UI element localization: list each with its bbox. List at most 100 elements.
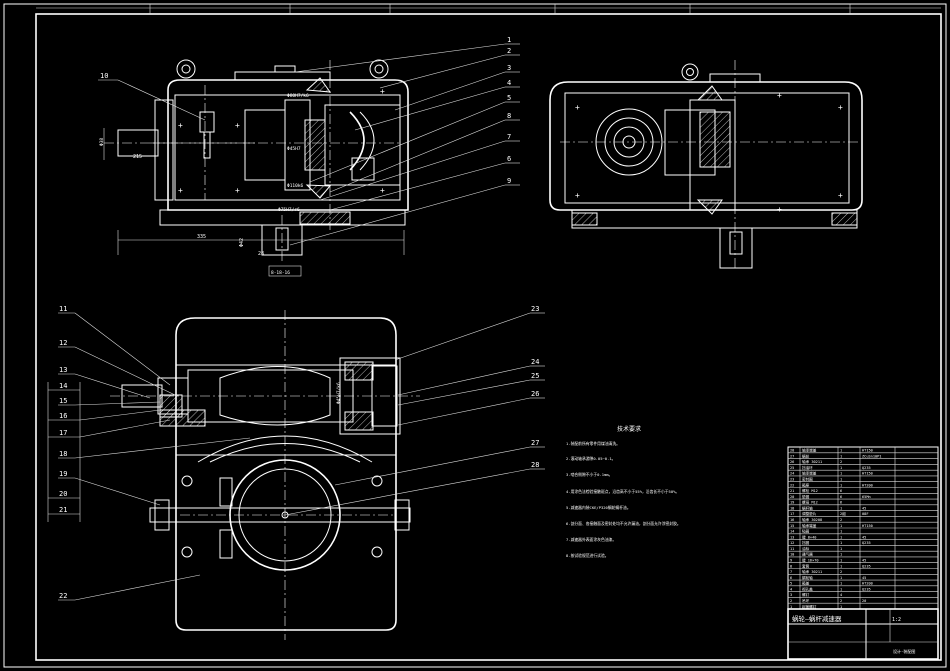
parts-list-cell: 吊环 [802,598,810,603]
title-block: 蜗轮—蜗杆减速器 1:2 设计-装配图 [787,608,939,660]
parts-list-cell: 箱座 [802,482,810,487]
parts-list-cell: 1 [840,466,842,470]
leader-label-28: 28 [531,461,539,469]
parts-list-cell: HT200 [862,483,873,487]
parts-list-cell: 蜗轮轴 [802,575,813,580]
parts-list-cell: HT150 [862,449,873,453]
svg-text:+: + [575,191,580,200]
leader-label-24: 24 [531,358,539,366]
svg-text:+: + [777,91,782,100]
parts-list-cell: Q235 [862,587,871,591]
dim-110k6: Φ110k6 [287,183,304,189]
svg-text:+: + [777,205,782,214]
parts-list-cell: 1 [840,553,842,557]
parts-list-cell: 视孔盖 [802,586,813,591]
leader-label-20: 20 [59,490,67,498]
parts-list-cell: 箱盖 [802,581,810,586]
parts-list-cell: 23 [790,478,794,482]
svg-text:+: + [838,191,843,200]
parts-list-cell: 轴承端盖 [802,448,817,453]
parts-list-cell: 45 [862,576,866,580]
parts-list-cell: 轴承 30211 [802,569,822,574]
parts-list-cell: 1 [840,478,842,482]
parts-list-cell: 20 [862,599,866,603]
parts-list-cell: 2 [840,570,842,574]
parts-list-cell: 1 [840,535,842,539]
parts-list-cell: 调整垫片 [802,511,817,516]
parts-list-cell: 1 [840,559,842,563]
tech-req-2: 2.滚动轴承游隙0.05~0.1。 [566,456,615,461]
parts-list-cell: 8 [790,564,792,568]
leader-label-22: 22 [59,592,67,600]
parts-list-cell: 1 [840,524,842,528]
dim-80h7: Φ80H7/k6 [287,93,309,99]
svg-text:+: + [380,87,385,96]
leader-label-21: 21 [59,506,67,514]
dim-phi42: Φ42 [239,238,245,247]
parts-list-cell: 4 [790,587,792,591]
leader-label-4: 4 [507,79,511,87]
dim-45h7: Φ45H7 [287,146,301,152]
parts-list-cell: 1 [840,541,842,545]
drawing-code: 设计-装配图 [893,648,915,654]
parts-list-cell: 2 [840,518,842,522]
parts-list-cell: 螺母 M12 [802,500,818,505]
parts-list-cell: 螺钉 [802,592,810,597]
leader-label-14: 14 [59,382,67,390]
dim-28: 28 [258,251,264,257]
tech-req-4: 4.用涂色法检验接触斑点，沿齿高不小于55%，沿齿长不小于50%。 [566,489,679,494]
parts-list-cell: 键 8×40 [802,534,816,539]
side-view-top-right: ++ ++ ++ [549,60,863,270]
parts-list-cell: HT150 [862,524,873,528]
svg-text:+: + [235,121,240,130]
parts-list-cell: 1 [840,582,842,586]
leader-label-23: 23 [531,305,539,313]
parts-list-cell: 1 [840,564,842,568]
dim-38: Φ38 [99,138,105,146]
leader-label-6: 6 [507,155,511,163]
parts-list-cell: 27 [790,454,794,458]
dim-45h7k6: Φ45H7/k6 [336,382,342,404]
parts-list-cell: 12 [790,541,794,545]
parts-list-cell: 1 [840,449,842,453]
leader-label-8: 8 [507,112,511,120]
parts-list-cell: Q235 [862,564,871,568]
leader-label-17: 17 [59,429,67,437]
leader-label-26: 26 [531,390,539,398]
leader-label-16: 16 [59,412,67,420]
parts-list-cell: 蜗轮 [802,453,810,458]
parts-list-cell: 24 [790,472,794,476]
svg-text:+: + [178,186,183,195]
parts-list-cell: 21 [790,489,794,493]
parts-list-cell: 2 [840,599,842,603]
leader-label-2: 2 [507,47,511,55]
parts-list-cell: 1 [840,547,842,551]
drawing-title: 蜗轮—蜗杆减速器 [792,614,842,623]
parts-list-cell: 1 [840,587,842,591]
tech-req-1: 1.装配前所有零件用煤油清洗。 [566,441,620,446]
parts-list-cell: 13 [790,535,794,539]
svg-text:+: + [575,103,580,112]
parts-list-cell: Q235 [862,466,871,470]
parts-list-cell: 3 [790,593,792,597]
parts-list-cell: 10 [790,553,794,557]
parts-list-cell: 17 [790,512,794,516]
tech-req-5: 5.减速器内装CKE/P320蜗轮蜗杆油。 [566,505,631,510]
parts-list-cell: 6 [840,501,842,505]
dim-keyway: 8-18-16 [271,270,290,276]
parts-list-cell: 6 [790,576,792,580]
parts-list-cell: 轴承 30208 [802,517,822,522]
parts-list-cell: ZCuSn10P1 [862,454,881,458]
parts-list-cell: 1 [840,454,842,458]
parts-list-cell: 14 [790,530,794,534]
parts-list-cell: 2组 [840,511,846,516]
parts-list-cell: 油标 [802,546,810,551]
parts-list-cell: 2 [840,460,842,464]
leader-label-10: 10 [100,72,108,80]
parts-list-cell: 挡圈 [802,540,810,545]
parts-list-cell: 轴承 30211 [802,459,822,464]
parts-list-cell: 套筒 [802,563,810,568]
parts-list-cell: 25 [790,466,794,470]
